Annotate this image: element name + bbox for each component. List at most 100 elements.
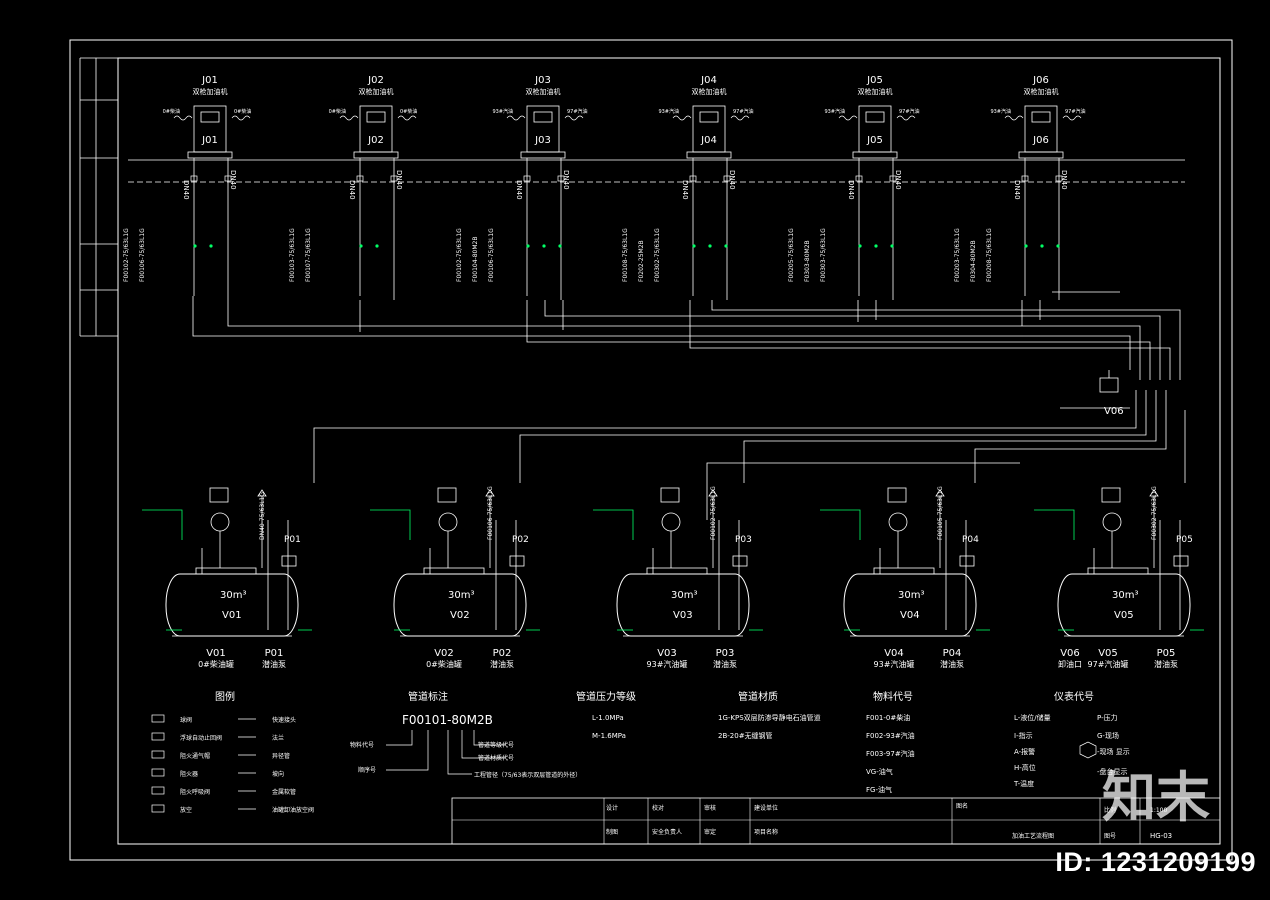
pipe-tag: F00106-75/63L1G	[488, 228, 495, 282]
nozzle-left-tag: 0#柴油	[163, 108, 180, 115]
instrument-code-item: H-高位	[1014, 763, 1036, 772]
tank-label: 93#汽油罐	[647, 659, 688, 669]
pump-id: P05	[1157, 648, 1176, 659]
instrument-code-item: T-温度	[1013, 779, 1034, 788]
drawing-title: 加油工艺流程图	[1012, 832, 1054, 840]
pipe-tag: F00107-75/63L1G	[305, 228, 312, 282]
tank-label: 93#汽油罐	[874, 659, 915, 669]
pipe-tag: F0202-25M2B	[638, 240, 645, 282]
pipe-tag: F00104-80M2B	[472, 237, 479, 282]
pump-label: 潜油泵	[1154, 659, 1178, 669]
v06-label: 卸油口	[1058, 659, 1082, 669]
instrument-code-item: P-压力	[1097, 713, 1118, 722]
legend-item: 金属软管	[272, 788, 296, 796]
dispenser-id: J04	[700, 135, 717, 146]
legend-item: 坡向	[272, 770, 284, 778]
svg-text:校对: 校对	[652, 804, 664, 812]
pipe-note-code: F00101-80M2B	[402, 713, 493, 727]
pump-id-top: P02	[512, 535, 529, 545]
nozzle-right-tag: 0#柴油	[234, 108, 251, 115]
v06-id-bottom: V06	[1060, 648, 1080, 659]
v06-unloading: V06	[1099, 370, 1124, 417]
svg-text:项目名称: 项目名称	[754, 828, 778, 836]
dn-right: DN40	[1060, 170, 1068, 190]
tank-id: V03	[657, 648, 677, 659]
dn-right: DN40	[894, 170, 902, 190]
pipe-tag: F00208-75/63L1G	[986, 228, 993, 282]
pipe-tag: F00102-75/63L1G	[456, 228, 463, 282]
pump-id: P03	[716, 648, 735, 659]
dispenser-id-top: J05	[866, 75, 883, 86]
tank-feed-4	[974, 390, 1167, 483]
tank-feed-1	[313, 390, 1137, 483]
legend-title: 图例	[215, 690, 235, 703]
dispenser-id-top: J04	[700, 75, 717, 86]
tank-pipe-tag: F00105-75/63L1G	[937, 486, 944, 540]
pipe-tag: F00203-75/63L1G	[954, 228, 961, 282]
dispenser-id: J05	[866, 135, 883, 146]
instrument-codes-title: 仪表代号	[1054, 690, 1094, 703]
collector-7	[689, 300, 1171, 380]
tank-label: 0#柴油罐	[426, 659, 462, 669]
pressure-title: 管道压力等级	[576, 690, 636, 703]
legend-item: 阻火器	[180, 770, 198, 778]
dispenser-id-top: J01	[201, 75, 218, 86]
pump-id-top: P03	[735, 535, 752, 545]
pressure-item: M-1.6MPa	[592, 732, 626, 740]
tank-id: V04	[884, 648, 904, 659]
collector-5	[544, 300, 1161, 380]
collector-4	[526, 300, 1151, 380]
legend-item: 异径管	[272, 752, 290, 760]
dn-left: DN40	[681, 180, 689, 200]
collector-2	[227, 300, 1141, 380]
svg-text:制图: 制图	[606, 828, 618, 836]
product-codes-item: F001-0#柴油	[866, 713, 910, 722]
dispenser-id-top: J03	[534, 75, 551, 86]
dn-right: DN40	[728, 170, 736, 190]
collector-8	[711, 300, 1181, 380]
material-item: 1G-KPS双层防渗导静电石油管道	[718, 713, 821, 722]
sheet-number: HG-03	[1150, 832, 1172, 840]
legend-item: 浮球自动止回阀	[180, 734, 222, 742]
nozzle-right-tag: 97#汽油	[733, 108, 754, 115]
nozzle-left-tag: 93#汽油	[658, 108, 679, 115]
material-title: 管道材质	[738, 690, 778, 703]
dispenser-type: 双枪加油机	[1024, 87, 1059, 96]
svg-text:审核: 审核	[704, 804, 716, 812]
svg-text:审定: 审定	[704, 828, 716, 836]
pipe-tag: F00103-75/63L1G	[289, 228, 296, 282]
dispenser-type: 双枪加油机	[193, 87, 228, 96]
svg-text:图名: 图名	[956, 802, 968, 810]
nozzle-left-tag: 93#汽油	[492, 108, 513, 115]
instrument-code-item: A-报警	[1014, 747, 1035, 756]
dn-right: DN40	[229, 170, 237, 190]
pump-id-top: P04	[962, 535, 979, 545]
svg-text:比例: 比例	[1104, 806, 1116, 814]
dispenser-type: 双枪加油机	[692, 87, 727, 96]
product-codes-item: F002-93#汽油	[866, 731, 915, 740]
pump-id: P02	[493, 648, 512, 659]
tank-id-inner: V04	[900, 610, 920, 621]
pipe-note-part: 管道等级代号	[478, 741, 514, 749]
tank-feed-3	[743, 390, 1157, 483]
pipe-note-part: 工程管径（75/63表示双层管道的外径）	[474, 771, 581, 779]
legend-item: 放空	[180, 806, 192, 814]
tank-pipe-tag: F00106-75/63L1G	[487, 486, 494, 540]
legend-item: 阻火通气帽	[180, 752, 210, 760]
vent-line	[706, 462, 1020, 520]
product-codes-item: VG-油气	[866, 767, 893, 776]
tank-id: V01	[206, 648, 226, 659]
tank-volume: 30m³	[671, 590, 697, 601]
pipe-tag: F00102-75/63L1G	[123, 228, 130, 282]
pipe-tag: F00108-75/63L1G	[622, 228, 629, 282]
tank-label: 0#柴油罐	[198, 659, 234, 669]
nozzle-left-tag: 0#柴油	[329, 108, 346, 115]
pump-id: P01	[265, 648, 284, 659]
tank-feed-2	[519, 390, 1147, 483]
instrument-code-item: G-现场	[1097, 731, 1119, 740]
